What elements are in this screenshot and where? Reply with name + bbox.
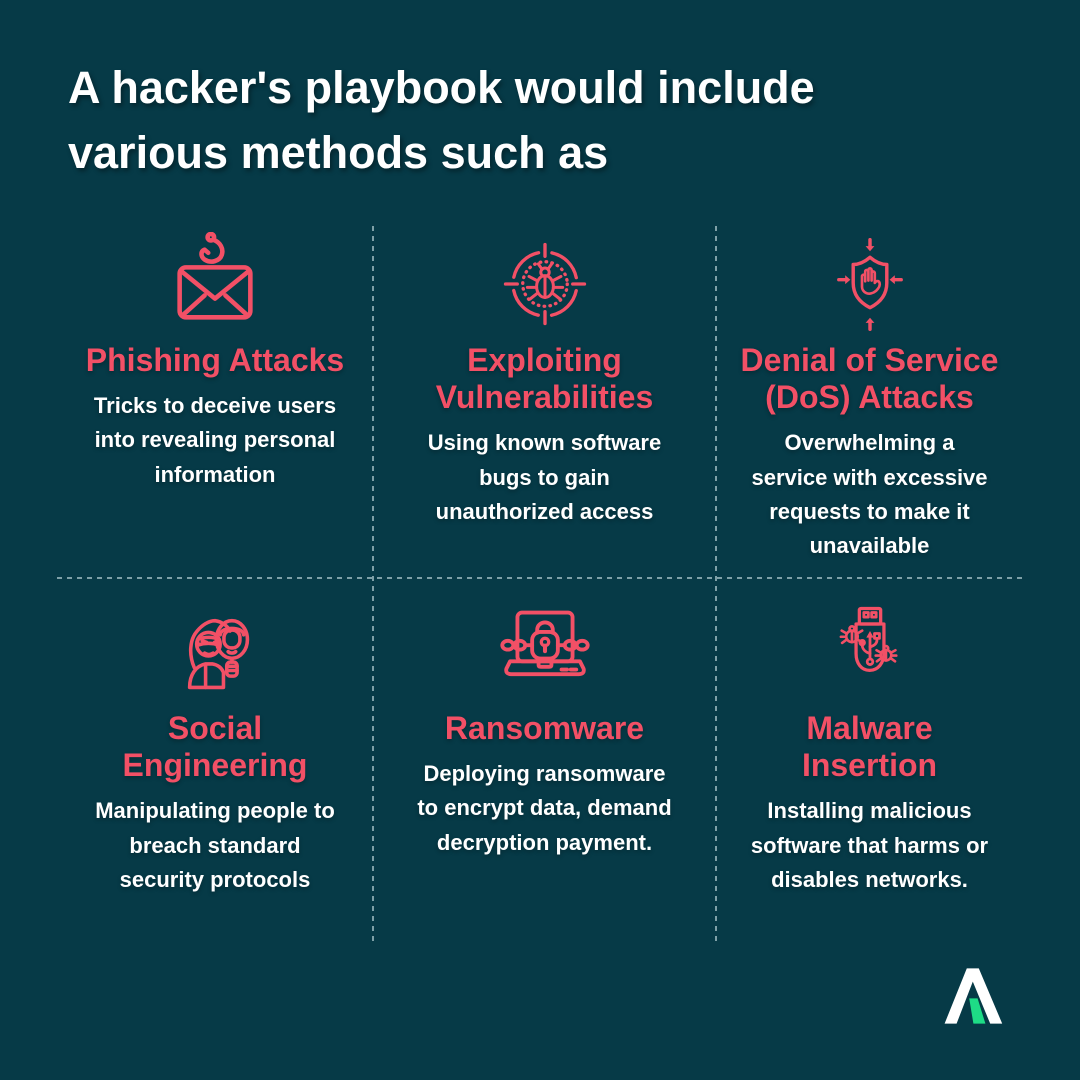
divider-horizontal [57, 577, 1023, 579]
divider-vertical-2 [715, 226, 717, 945]
card-title: Exploiting Vulnerabilities [435, 342, 654, 416]
card-title: Social Engineering [122, 710, 308, 784]
card-description: Tricks to deceive users into revealing p… [93, 393, 337, 487]
card-title: Denial of Service (DoS) Attacks [740, 342, 999, 416]
card-description: Overwhelming a service with excessive re… [751, 430, 988, 559]
card-dos-attacks: Denial of Service (DoS) Attacks Overwhel… [716, 232, 1023, 563]
laptop-chain-lock-icon [499, 590, 591, 704]
bug-crosshair-icon [503, 232, 587, 336]
page-title: A hacker's playbook would include variou… [68, 62, 815, 178]
phishing-hook-envelope-icon [163, 232, 267, 336]
shield-stop-hand-icon [830, 232, 910, 336]
card-social-engineering: Social Engineering Manipulating people t… [57, 590, 373, 897]
card-description: Using known software bugs to gain unauth… [427, 430, 662, 524]
card-ransomware: Ransomware Deploying ransomware to encry… [373, 590, 716, 860]
brand-logo-a-icon [944, 966, 1004, 1026]
card-description: Deploying ransomware to encrypt data, de… [417, 761, 672, 855]
card-description: Manipulating people to breach standard s… [95, 798, 335, 892]
card-exploiting-vulnerabilities: Exploiting Vulnerabilities Using known s… [373, 232, 716, 529]
divider-vertical-1 [372, 226, 374, 945]
hacker-magnifier-icon [168, 590, 262, 704]
card-title: Ransomware [444, 710, 645, 746]
usb-bug-icon [829, 590, 911, 704]
card-title: Phishing Attacks [85, 342, 345, 378]
card-title: Malware Insertion [801, 710, 938, 784]
card-description: Installing malicious software that harms… [750, 798, 989, 892]
card-phishing-attacks: Phishing Attacks Tricks to deceive users… [57, 232, 373, 492]
card-malware-insertion: Malware Insertion Installing malicious s… [716, 590, 1023, 897]
